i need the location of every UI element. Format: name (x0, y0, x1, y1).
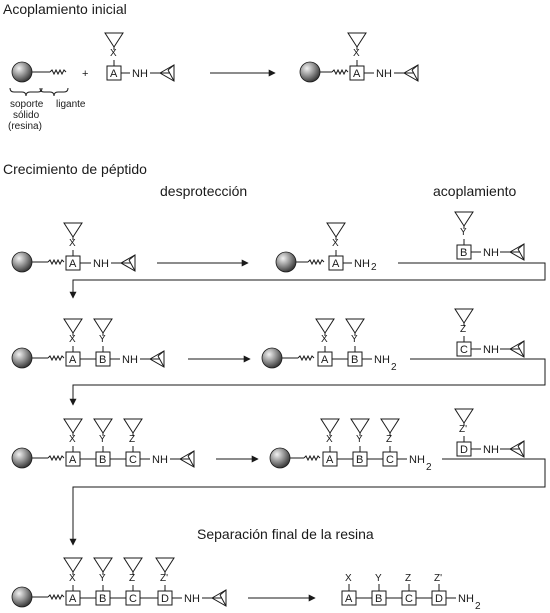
svg-text:D: D (161, 593, 169, 605)
svg-text:Z: Z (405, 573, 411, 584)
svg-text:2: 2 (371, 262, 377, 273)
plus-sign: + (82, 68, 88, 80)
svg-text:B: B (375, 593, 382, 605)
svg-text:C: C (405, 593, 413, 605)
row1-resin-a-free: X A NH 2 (275, 222, 377, 273)
svg-text:B: B (99, 354, 106, 366)
svg-text:A: A (69, 454, 77, 466)
svg-text:A: A (345, 593, 353, 605)
svg-text:sólido: sólido (13, 110, 40, 121)
row1-resin-a-protected: X A NH (11, 222, 136, 273)
svg-text:NH: NH (409, 454, 425, 466)
svg-text:X: X (69, 334, 76, 345)
arrow-row3-couple (69, 458, 546, 546)
svg-text:D: D (460, 444, 468, 456)
svg-text:X: X (69, 434, 76, 445)
svg-text:NH: NH (132, 68, 148, 80)
svg-text:Z': Z' (459, 424, 467, 435)
svg-text:Z': Z' (434, 573, 442, 584)
svg-text:(resina): (resina) (8, 121, 42, 132)
svg-text:X: X (110, 48, 117, 59)
svg-text:C: C (129, 593, 137, 605)
initial-resin (11, 61, 67, 83)
svg-text:NH: NH (483, 344, 499, 356)
svg-text:X: X (353, 48, 360, 59)
svg-text:X: X (321, 334, 328, 345)
row2-resin-ab-free: X A Y B NH 2 (261, 318, 397, 373)
svg-text:Z: Z (460, 324, 466, 335)
svg-text:ligante: ligante (56, 99, 86, 110)
row1-activated-b: Y B NH (454, 211, 525, 261)
svg-text:A: A (326, 454, 334, 466)
svg-text:2: 2 (426, 462, 432, 473)
activated-residue-a: X A NH (104, 32, 175, 82)
row2-resin-ab-protected: X A Y B NH (11, 318, 165, 369)
support-caption: soporte sólido (resina) ligante (8, 87, 86, 132)
arrow-row1-couple (69, 262, 546, 299)
svg-text:A: A (69, 354, 77, 366)
svg-text:NH: NH (374, 354, 390, 366)
svg-text:soporte: soporte (10, 99, 44, 110)
svg-text:A: A (321, 354, 329, 366)
svg-text:B: B (99, 454, 106, 466)
row3-resin-abc-free: X A Y B Z C NH 2 (269, 418, 432, 473)
svg-text:NH: NH (354, 258, 370, 270)
svg-text:D: D (435, 593, 443, 605)
svg-text:Y: Y (460, 227, 467, 238)
row2-activated-c: Z C NH (454, 308, 525, 358)
svg-text:X: X (332, 238, 339, 249)
svg-text:Z: Z (129, 573, 135, 584)
svg-text:X: X (345, 573, 352, 584)
initial-product: X A NH (299, 32, 419, 83)
svg-text:Z: Z (386, 434, 392, 445)
svg-text:X: X (69, 573, 76, 584)
heading-initial-coupling: Acoplamiento inicial (3, 1, 127, 17)
svg-text:NH: NH (152, 454, 168, 466)
svg-text:NH: NH (483, 247, 499, 259)
svg-text:Z': Z' (160, 573, 168, 584)
svg-text:Y: Y (99, 573, 106, 584)
heading-deprotection: desprotección (160, 183, 247, 199)
svg-text:NH: NH (93, 258, 109, 270)
heading-coupling: acoplamiento (433, 183, 516, 199)
svg-text:X: X (69, 238, 76, 249)
heading-peptide-growth: Crecimiento de péptido (3, 161, 147, 177)
svg-text:NH: NH (376, 68, 392, 80)
heading-final-cleavage: Separación final de la resina (197, 526, 374, 542)
svg-text:B: B (460, 247, 467, 259)
svg-text:Y: Y (99, 334, 106, 345)
svg-text:A: A (353, 68, 361, 80)
svg-text:Z: Z (129, 434, 135, 445)
svg-text:NH: NH (184, 593, 200, 605)
svg-text:C: C (460, 344, 468, 356)
svg-text:C: C (386, 454, 394, 466)
svg-text:Y: Y (375, 573, 382, 584)
svg-text:Y: Y (99, 434, 106, 445)
svg-text:Y: Y (351, 334, 358, 345)
svg-text:NH: NH (122, 354, 138, 366)
svg-text:B: B (99, 593, 106, 605)
svg-text:NH: NH (458, 593, 474, 605)
svg-text:C: C (129, 454, 137, 466)
svg-text:X: X (326, 434, 333, 445)
final-peptide: X A Y B Z C Z' D NH 2 (341, 573, 481, 612)
svg-text:B: B (351, 354, 358, 366)
svg-text:2: 2 (391, 362, 397, 373)
svg-text:2: 2 (475, 601, 481, 612)
row3-activated-d: Z' D NH (454, 408, 525, 458)
svg-text:A: A (332, 258, 340, 270)
svg-text:A: A (110, 68, 118, 80)
svg-text:NH: NH (483, 444, 499, 456)
arrow-row2-couple (69, 358, 546, 406)
row4-resin-abcd-protected: X A Y B Z C Z' D NH (11, 557, 227, 608)
svg-text:A: A (69, 593, 77, 605)
row3-resin-abc-protected: X A Y B Z C NH (11, 418, 195, 469)
svg-text:Y: Y (356, 434, 363, 445)
svg-text:B: B (356, 454, 363, 466)
svg-text:A: A (69, 258, 77, 270)
